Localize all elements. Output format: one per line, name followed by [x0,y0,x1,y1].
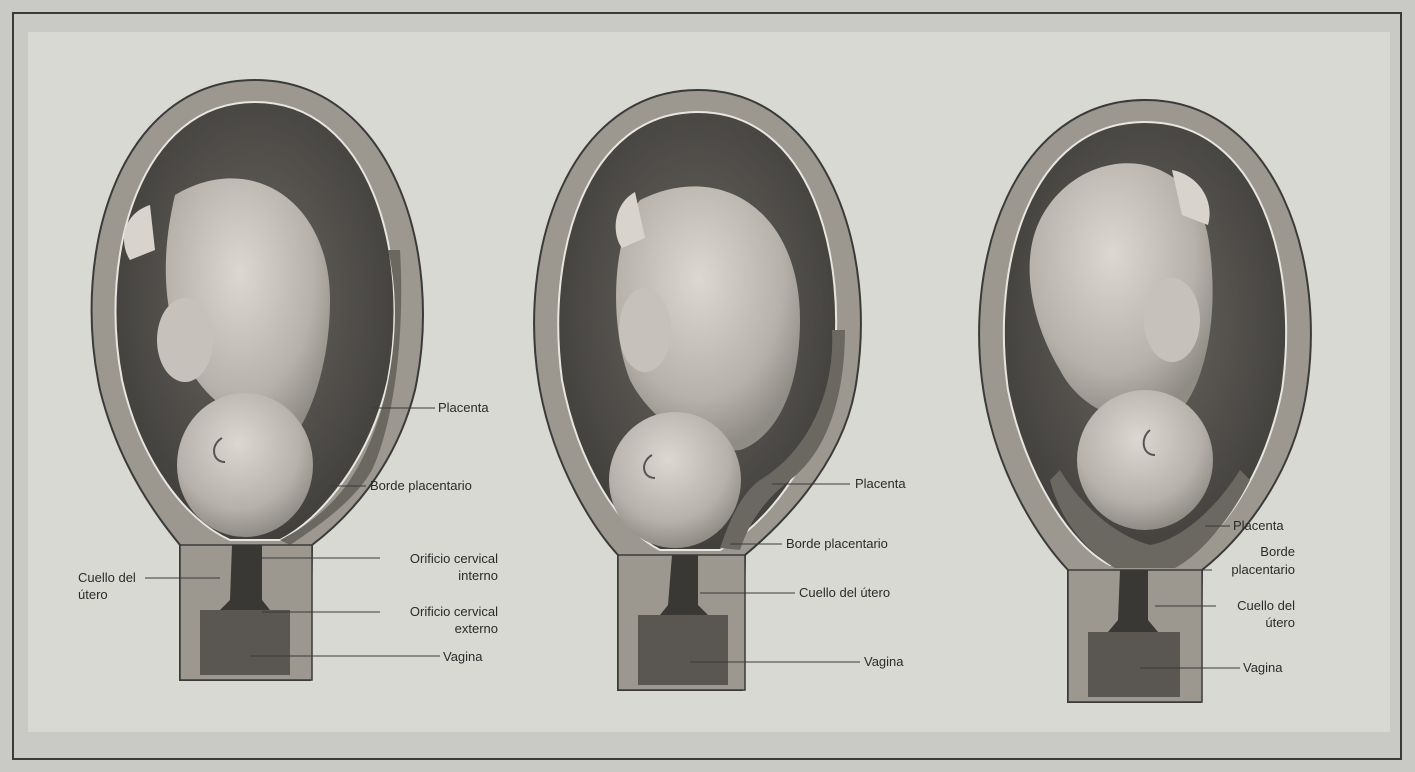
figure-2-labels: Placenta Borde placentario Cuello del út… [786,476,906,669]
label-orificio-interno-2: interno [458,568,498,583]
label-placenta: Placenta [438,400,489,415]
fetal-arm [619,288,671,372]
fetal-head [177,393,313,537]
figure-2: Placenta Borde placentario Cuello del út… [534,90,906,690]
label-borde-placentario: Borde placentario [786,536,888,551]
figure-1: Placenta Borde placentario Orificio cerv… [78,80,498,680]
label-vagina: Vagina [443,649,483,664]
label-borde-1: Borde [1260,544,1295,559]
fetal-head [609,412,741,548]
label-placenta: Placenta [855,476,906,491]
fetal-head [1077,390,1213,530]
label-orificio-externo-2: externo [455,621,498,636]
label-cuello-2: útero [1265,615,1295,630]
label-cuello: Cuello del útero [799,585,890,600]
label-cuello-1: Cuello del [1237,598,1295,613]
figure-3-labels: Placenta Borde placentario Cuello del út… [1231,518,1295,675]
figure-3: Placenta Borde placentario Cuello del út… [979,100,1311,702]
label-placenta: Placenta [1233,518,1284,533]
fetal-arm [1144,278,1200,362]
label-orificio-interno-1: Orificio cervical [410,551,498,566]
label-borde-2: placentario [1231,562,1295,577]
vagina [1088,632,1180,697]
label-borde-placentario: Borde placentario [370,478,472,493]
fetal-arm [157,298,213,382]
label-orificio-externo-1: Orificio cervical [410,604,498,619]
vagina [200,610,290,675]
label-cuello-1: Cuello del [78,570,136,585]
vagina [638,615,728,685]
label-cuello-2: útero [78,587,108,602]
label-vagina: Vagina [1243,660,1283,675]
label-vagina: Vagina [864,654,904,669]
